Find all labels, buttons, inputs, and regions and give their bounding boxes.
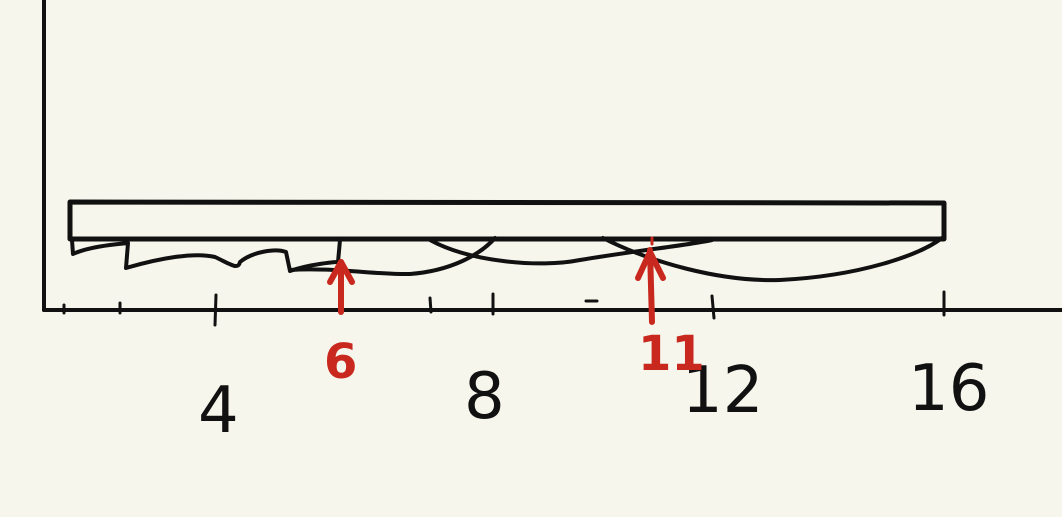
axis-ticks <box>62 290 946 327</box>
arrow-at-11 <box>635 236 666 325</box>
arrow-at-6 <box>327 259 355 315</box>
arrow-head <box>327 259 355 285</box>
tick-label-12: 12 <box>682 354 763 428</box>
arc-left <box>428 238 714 266</box>
tick-label-8: 8 <box>464 360 505 434</box>
tick-mark <box>428 296 433 314</box>
marker-label-11: 11 <box>638 326 705 382</box>
tick-label-4: 4 <box>198 374 239 448</box>
arrow-head <box>635 249 666 281</box>
marker-label-6: 6 <box>324 334 357 390</box>
arrow-shaft <box>647 247 655 325</box>
tick-mark <box>213 293 218 327</box>
tick-mark <box>710 294 716 320</box>
wavy-deflection-curve <box>70 238 342 273</box>
baseline-curve <box>288 236 497 277</box>
axes <box>42 0 1062 312</box>
tick-label-16: 16 <box>908 352 989 426</box>
beam-bar <box>67 199 947 242</box>
